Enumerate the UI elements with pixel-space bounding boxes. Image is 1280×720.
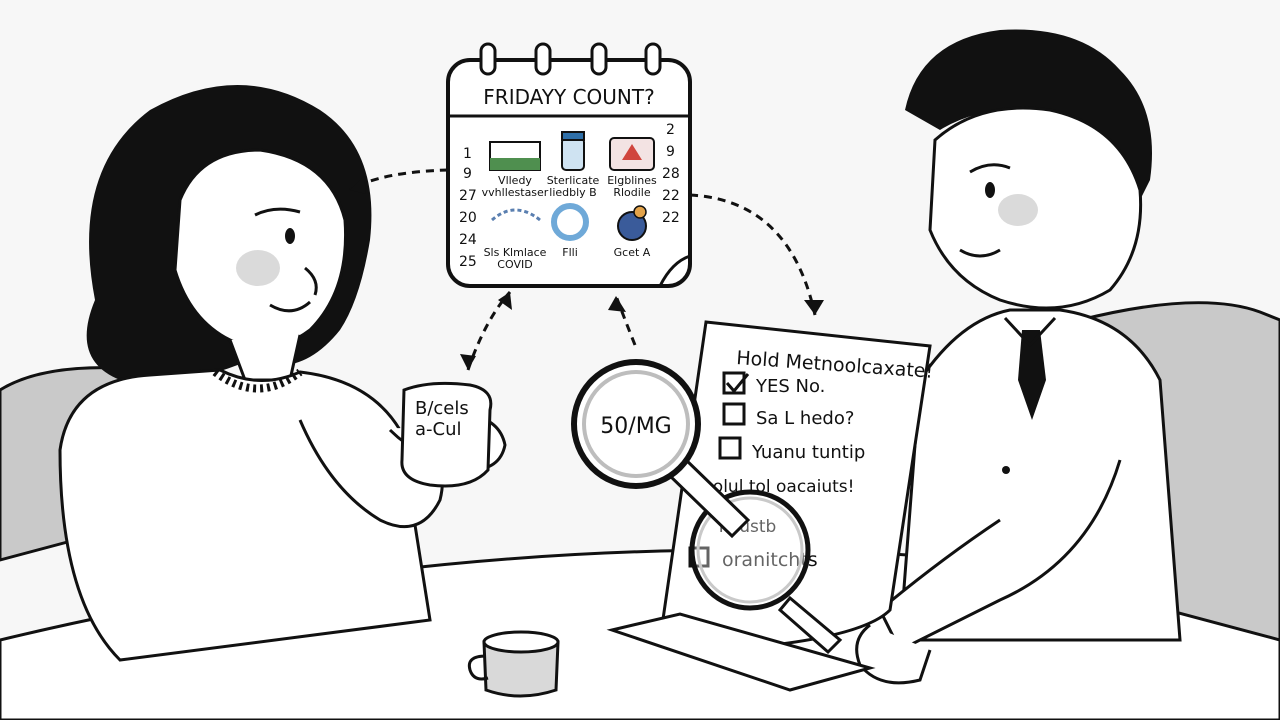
doctor-tie xyxy=(1018,330,1046,420)
big-magnifier: 50/MG xyxy=(571,359,751,539)
cup-rim xyxy=(482,630,560,654)
woman-figure xyxy=(58,85,507,662)
coffee-cup xyxy=(467,630,560,698)
arrow-calendar-to-woman xyxy=(349,168,449,192)
calendar-right-number: 2 xyxy=(666,122,675,138)
vial-icon xyxy=(561,137,585,171)
calendar: FRIDAYY COUNT? 1 9 27 20 24 25 2 9 28 22… xyxy=(446,42,692,288)
checklist-sub-text: golul tol oacaiuts! xyxy=(702,477,854,497)
calendar-left-number: 20 xyxy=(459,210,477,226)
arrow-calendar-to-doctor xyxy=(689,193,817,316)
arrow-woman-to-calendar xyxy=(466,291,512,371)
magnifier-dose-text: 50/MG xyxy=(600,414,671,439)
calendar-rings xyxy=(479,42,662,76)
calendar-left-number: 25 xyxy=(459,254,477,270)
cup-handle xyxy=(467,654,489,681)
checklist-item: Yuanu tuntip xyxy=(751,442,865,463)
pill-packet-line-2: a-Cul xyxy=(415,419,462,440)
calendar-right-numbers: 2 9 28 22 22 xyxy=(662,122,680,226)
calendar-left-number: 24 xyxy=(459,232,477,248)
calendar-cell-label: liedbly B xyxy=(549,186,596,199)
calendar-right-number: 9 xyxy=(666,144,675,160)
calendar-page-curl xyxy=(658,254,691,287)
pill-packet-line-1: B/cels xyxy=(415,398,469,419)
checklist-paper: Hold Metnoolcaxate! YES No. Sa L hedo? Y… xyxy=(606,320,934,692)
calendar-cell-label: Sterlicate xyxy=(547,174,600,187)
pill-packet-body xyxy=(400,381,493,488)
flu-ring-icon xyxy=(551,203,589,241)
calendar-cell-label: Gcet A xyxy=(614,246,651,259)
checklist-lower-item: oranitchts xyxy=(722,549,818,571)
doctor-figure xyxy=(855,29,1182,685)
pill-packet: B/cels a-Cul xyxy=(400,381,493,488)
calendar-title: FRIDAYY COUNT? xyxy=(483,85,654,109)
calendar-left-number: 27 xyxy=(459,188,477,204)
small-magnifier-handle xyxy=(777,595,843,655)
calendar-left-number: 9 xyxy=(463,166,472,182)
woman-face xyxy=(173,148,348,350)
doctor-blush xyxy=(998,194,1038,226)
calendar-cell-label: vvhllestaser xyxy=(482,186,549,199)
calendar-left-numbers: 1 9 27 20 24 25 xyxy=(459,146,477,270)
calendar-cell-label: Sls Klmlace xyxy=(484,246,547,259)
doctor-arm xyxy=(878,459,1122,653)
calendar-right-number: 22 xyxy=(662,210,680,226)
checklist-item: YES No. xyxy=(755,376,825,397)
calendar-cell-label: Vlledy xyxy=(498,174,532,187)
calendar-cell-label: Elgblines xyxy=(607,174,657,187)
calendar-right-number: 28 xyxy=(662,166,680,182)
checkbox-empty xyxy=(718,436,742,460)
big-magnifier-lens xyxy=(571,359,701,489)
checklist-item: Sa L hedo? xyxy=(756,408,854,429)
woman-blush xyxy=(236,250,280,286)
calendar-cell-label: COVID xyxy=(497,258,532,271)
people-icon xyxy=(617,211,647,241)
calendar-right-number: 22 xyxy=(662,188,680,204)
calendar-cell-label: Rlodile xyxy=(613,186,651,199)
checkmark-icon xyxy=(725,373,750,394)
doctor-hair xyxy=(905,29,1152,200)
cup-body xyxy=(482,640,560,698)
clipboard-board xyxy=(606,612,876,692)
calendar-cell-label: Flli xyxy=(562,246,578,259)
calendar-left-number: 1 xyxy=(463,146,472,162)
checkbox-empty xyxy=(722,402,746,426)
